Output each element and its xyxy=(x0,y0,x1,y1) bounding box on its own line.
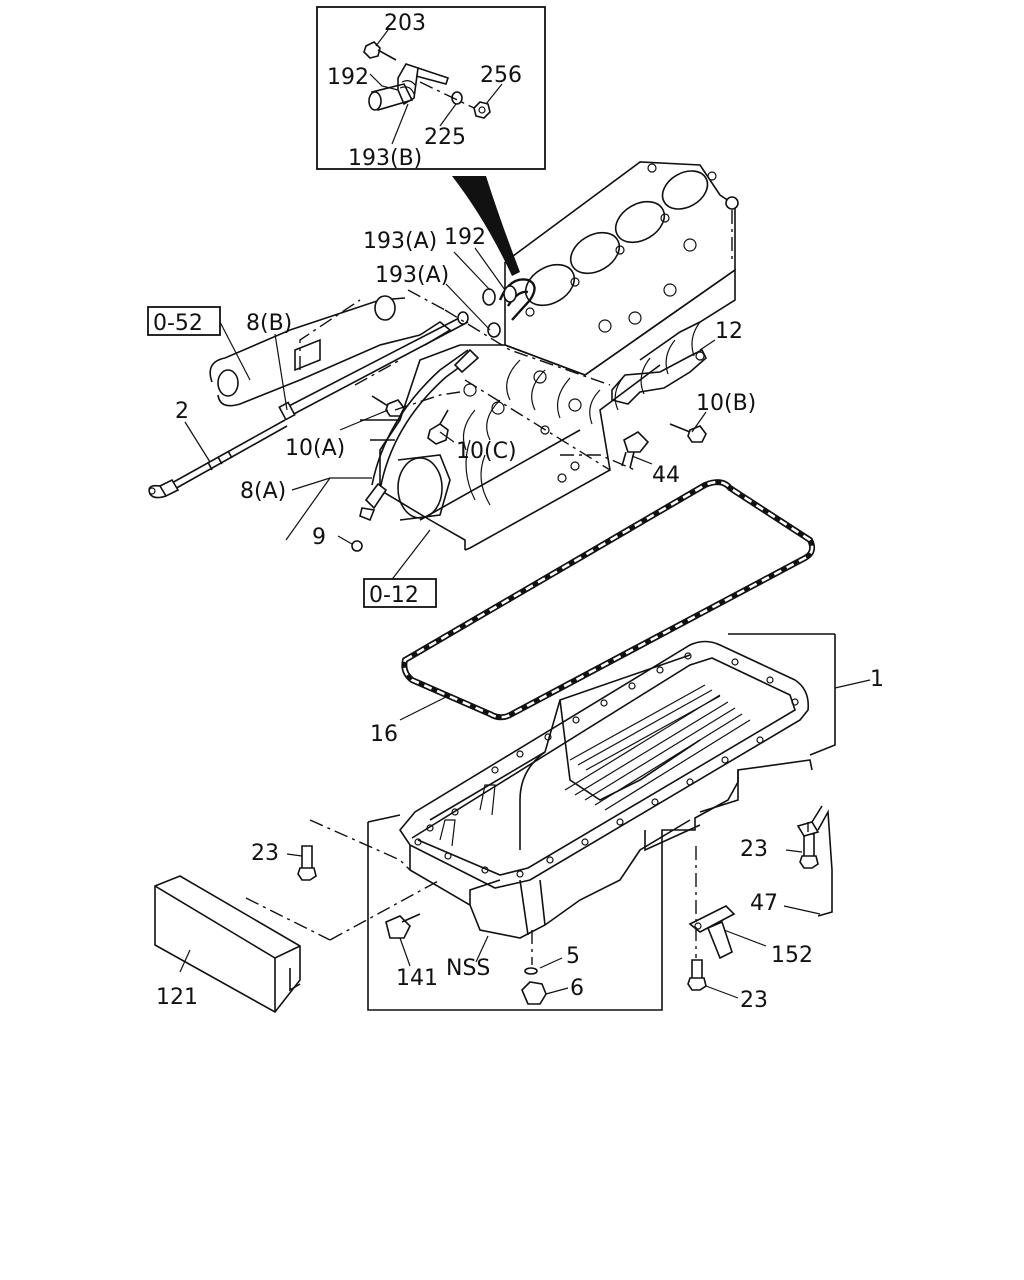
inset-pointer-arrow xyxy=(452,176,520,276)
leader-10a xyxy=(339,409,389,431)
leader-8a xyxy=(291,477,372,491)
leader-2 xyxy=(184,421,211,463)
leader-8a-lower xyxy=(285,477,331,541)
label-203: 203 xyxy=(384,11,426,36)
leader-193a-1 xyxy=(453,251,491,291)
leader-8b xyxy=(274,333,288,411)
bracket-12 xyxy=(611,348,707,405)
leader-203 xyxy=(375,29,389,47)
leader-193a-2 xyxy=(445,283,491,331)
ref-box-052[interactable] xyxy=(147,306,221,336)
label-141: 141 xyxy=(396,966,438,991)
bolt-10a xyxy=(385,399,405,417)
label-44: 44 xyxy=(652,463,680,488)
label-47: 47 xyxy=(750,891,778,916)
label-192: 192 xyxy=(444,225,486,250)
oil-pipe xyxy=(209,295,452,407)
protector-121 xyxy=(154,875,301,1014)
label-6: 6 xyxy=(570,976,584,1001)
oil-pan xyxy=(399,640,810,1005)
plug-44 xyxy=(623,431,650,453)
leader-6 xyxy=(545,987,569,995)
assembly-lines-upper xyxy=(299,289,636,471)
label-10a: 10(A) xyxy=(285,436,345,461)
leader-256 xyxy=(485,83,503,105)
label-8b: 8(B) xyxy=(246,311,292,336)
label-1: 1 xyxy=(870,667,884,692)
label-23-bottom: 23 xyxy=(740,988,768,1013)
label-2: 2 xyxy=(175,399,189,424)
label-225: 225 xyxy=(424,125,466,150)
bolt-23-right xyxy=(803,833,815,859)
leader-16 xyxy=(399,694,451,721)
bolt-23-left xyxy=(301,845,313,871)
leader-23-left xyxy=(286,853,303,857)
bolt-10c xyxy=(427,423,449,445)
leader-225 xyxy=(439,103,457,127)
leader-141 xyxy=(399,937,411,967)
label-12: 12 xyxy=(715,319,743,344)
leader-192-inset xyxy=(369,73,399,91)
label-193a-2: 193(A) xyxy=(375,263,449,288)
leader-5 xyxy=(539,957,563,969)
leader-012 xyxy=(389,529,431,583)
label-10b: 10(B) xyxy=(696,391,756,416)
label-193a-1: 193(A) xyxy=(363,229,437,254)
dipstick-2 xyxy=(148,419,288,499)
leader-152 xyxy=(723,929,767,947)
leader-23-bottom xyxy=(705,985,739,999)
leader-9 xyxy=(337,535,353,545)
label-10c: 10(C) xyxy=(456,439,517,464)
hose-192 xyxy=(482,278,536,338)
engine-block xyxy=(360,161,739,551)
label-121: 121 xyxy=(156,985,198,1010)
o-ring-9 xyxy=(351,540,363,552)
leader-47 xyxy=(783,905,821,915)
label-256: 256 xyxy=(480,63,522,88)
assembly-frame-lower xyxy=(245,633,836,1011)
label-9: 9 xyxy=(312,525,326,550)
label-8a: 8(A) xyxy=(240,479,286,504)
guide-tube-8a xyxy=(359,348,480,522)
label-23-right: 23 xyxy=(740,837,768,862)
leader-10c xyxy=(439,431,455,443)
label-ref-052: 0-52 xyxy=(153,311,203,336)
gasket-16 xyxy=(401,479,816,721)
dipstick-guide-8b xyxy=(278,311,469,421)
washer-5 xyxy=(524,967,538,975)
leader-44 xyxy=(631,455,653,465)
label-nss: NSS xyxy=(446,956,490,981)
leader-nss xyxy=(475,935,489,963)
fasteners-upper xyxy=(371,395,707,483)
label-5: 5 xyxy=(566,944,580,969)
label-16: 16 xyxy=(370,722,398,747)
inset-detail xyxy=(316,6,546,170)
leader-193b xyxy=(391,103,409,145)
label-152: 152 xyxy=(771,943,813,968)
leader-052 xyxy=(219,321,251,381)
bolt-23-bottom xyxy=(691,959,703,981)
label-23-left: 23 xyxy=(251,841,279,866)
bolt-10b xyxy=(687,425,707,443)
drain-plug-6 xyxy=(521,981,547,1005)
leader-lines xyxy=(179,247,871,999)
label-ref-012: 0-12 xyxy=(369,583,419,608)
leader-1 xyxy=(834,679,871,689)
leader-10b xyxy=(691,411,707,433)
leader-192 xyxy=(474,247,506,291)
leader-121 xyxy=(179,949,191,973)
leader-23-right xyxy=(785,849,803,853)
label-193b: 193(B) xyxy=(348,146,422,171)
leader-12 xyxy=(699,339,716,351)
part-labels: 203 192 256 225 193(B) 193(A) 192 193(A)… xyxy=(147,11,884,1013)
ref-box-012[interactable] xyxy=(363,578,437,608)
label-192-inset: 192 xyxy=(327,65,369,90)
